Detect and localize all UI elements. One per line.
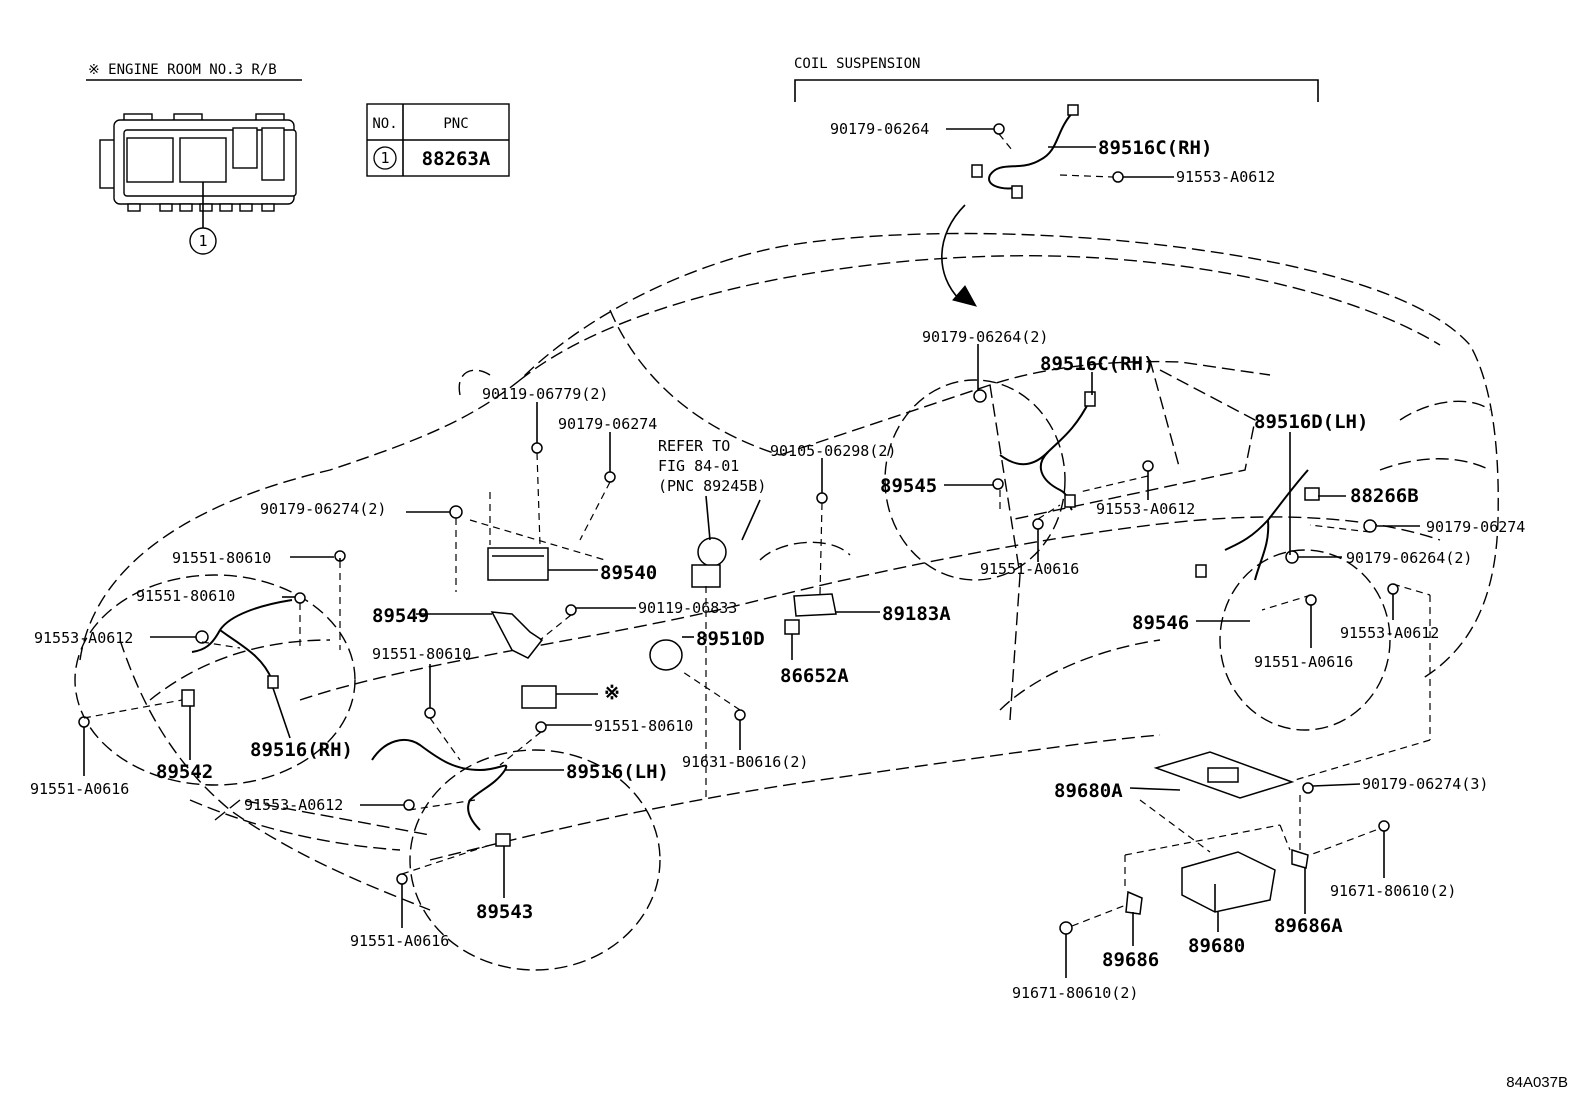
part-label: 89183A	[882, 603, 951, 625]
part-labels: 90179-06264 89516C(RH) 91553-A0612 90179…	[30, 120, 1525, 1002]
leader-lines	[83, 128, 1420, 978]
pnc-table-row-no: 1	[380, 149, 389, 167]
part-label: 91553-A0612	[1176, 168, 1275, 186]
pnc-table-row-pnc: 88263A	[422, 148, 491, 170]
part-label: 89549	[372, 605, 429, 627]
vehicle-outline	[74, 232, 1499, 971]
part-label: 91551-A0616	[980, 560, 1079, 578]
svg-text:1: 1	[198, 232, 207, 250]
part-label: 89543	[476, 901, 533, 923]
part-label: 88266B	[1350, 485, 1419, 507]
part-label: 91551-A0616	[1254, 653, 1353, 671]
part-label: 89686	[1102, 949, 1159, 971]
part-label: 91551-80610	[172, 549, 271, 567]
part-label: 90179-06274	[558, 415, 657, 433]
fasteners	[78, 123, 1399, 935]
part-label: 90179-06264(2)	[1346, 549, 1472, 567]
inset-arrow	[941, 204, 966, 301]
relay-block-title: ※ ENGINE ROOM NO.3 R/B	[88, 62, 277, 78]
part-label: 86652A	[780, 665, 849, 687]
part-label: 89546	[1132, 612, 1189, 634]
callout-1: 1	[189, 227, 217, 255]
pnc-table-col-no: NO.	[372, 116, 397, 132]
part-label: 91551-80610	[594, 717, 693, 735]
part-label: 89516(LH)	[566, 761, 669, 783]
part-label: 89545	[880, 475, 937, 497]
part-label: 91553-A0612	[1340, 624, 1439, 642]
part-label: 89540	[600, 562, 657, 584]
component-drawings	[181, 104, 1320, 915]
assembly-lines	[83, 133, 1431, 927]
svg-text:(PNC 89245B): (PNC 89245B)	[658, 477, 766, 495]
part-label: 90179-06274	[1426, 518, 1525, 536]
pnc-table: NO. PNC 1 88263A	[366, 103, 510, 177]
part-label: 91551-80610	[372, 645, 471, 663]
part-label: 90179-06274(3)	[1362, 775, 1488, 793]
part-label: 89542	[156, 761, 213, 783]
part-label: 89516D(LH)	[1254, 411, 1368, 433]
part-label: 89510D	[696, 628, 765, 650]
part-label: 91671-80610(2)	[1330, 882, 1456, 900]
part-label: 91551-80610	[136, 587, 235, 605]
svg-text:FIG 84-01: FIG 84-01	[658, 457, 739, 475]
part-label: 91553-A0612	[244, 796, 343, 814]
part-label: 89516C(RH)	[1098, 137, 1212, 159]
part-label: 90105-06298(2)	[770, 442, 896, 460]
part-label: 91553-A0612	[1096, 500, 1195, 518]
part-label: 89516C(RH)	[1040, 353, 1154, 375]
relay-marker: ※	[604, 682, 620, 704]
part-label: 90179-06274(2)	[260, 500, 386, 518]
part-label: 89680	[1188, 935, 1245, 957]
part-label: 89680A	[1054, 780, 1123, 802]
part-label: 89686A	[1274, 915, 1343, 937]
coil-suspension-title: COIL SUSPENSION	[794, 56, 920, 72]
part-label: 89516(RH)	[250, 739, 353, 761]
coil-suspension-bracket	[794, 79, 1319, 102]
part-label: 91551-A0616	[350, 932, 449, 950]
part-label: 91631-B0616(2)	[682, 753, 808, 771]
part-label: 90179-06264	[830, 120, 929, 138]
part-label: 91551-A0616	[30, 780, 129, 798]
part-label: 91671-80610(2)	[1012, 984, 1138, 1002]
part-label: 90119-06833	[638, 599, 737, 617]
refer-note: REFER TO FIG 84-01 (PNC 89245B)	[658, 437, 766, 495]
relay-block-drawing	[99, 113, 297, 228]
illustration-code: 84A037B	[1506, 1074, 1568, 1091]
pnc-table-col-pnc: PNC	[443, 116, 468, 132]
svg-text:REFER TO: REFER TO	[658, 437, 730, 455]
part-label: 90179-06264(2)	[922, 328, 1048, 346]
part-label: 91553-A0612	[34, 629, 133, 647]
part-label: 90119-06779(2)	[482, 385, 608, 403]
